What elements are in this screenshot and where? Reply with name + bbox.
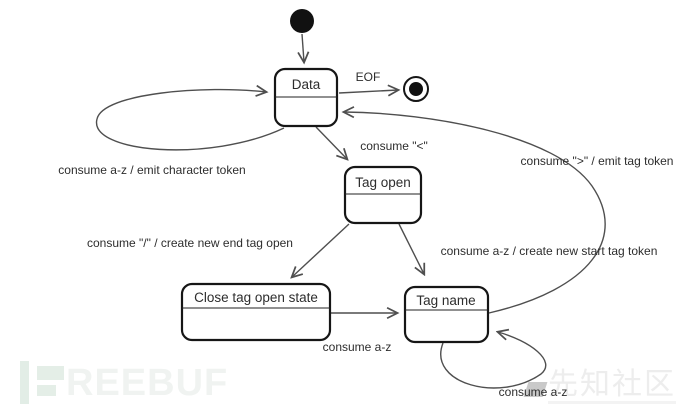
- transition-data-self-loop: [96, 90, 285, 151]
- state-close-tag-open-label: Close tag open state: [194, 290, 318, 305]
- freebuf-logo-f-icon: [37, 366, 64, 396]
- freebuf-logo-bar-icon: [20, 361, 29, 404]
- freebuf-logo-text: REEBUF: [66, 362, 229, 404]
- state-tag-name: Tag name: [403, 285, 490, 344]
- transition-label-consume-slash-create-end-tag: consume "/" / create new end tag open: [87, 236, 293, 250]
- state-tag-name-box: [403, 285, 490, 344]
- xianzhi-logo-text: 先知社区: [548, 369, 676, 404]
- initial-state: [290, 9, 314, 33]
- transition-data-to-tagopen: [315, 126, 347, 159]
- state-tag-open: Tag open: [343, 165, 423, 225]
- freebuf-logo-f-bottom: [37, 385, 56, 396]
- transition-label-consume-lt: consume "<": [360, 139, 428, 153]
- transition-initial-to-data: [302, 33, 304, 62]
- state-tag-name-label: Tag name: [416, 293, 475, 308]
- state-close-tag-open-box: [180, 282, 332, 342]
- transition-tagopen-to-tagname: [398, 223, 424, 274]
- state-data-label: Data: [292, 77, 321, 92]
- transition-data-to-final: [338, 90, 398, 93]
- transition-tagopen-to-closetagopen: [292, 223, 350, 277]
- transition-label-consume-az-right: consume a-z: [499, 385, 568, 399]
- freebuf-logo-f-top: [37, 366, 64, 380]
- xianzhi-watermark: 先知社区: [523, 369, 676, 404]
- state-data: Data: [273, 67, 339, 128]
- transition-label-consume-gt-emit-tag-token: consume ">" / emit tag token: [521, 154, 674, 168]
- transition-label-consume-az-create-start-tag: consume a-z / create new start tag token: [441, 244, 658, 258]
- freebuf-watermark: REEBUF: [20, 361, 228, 404]
- transition-tagname-self-loop: [440, 332, 547, 389]
- state-tag-open-label: Tag open: [355, 175, 411, 190]
- transition-label-eof: EOF: [356, 70, 381, 84]
- state-close-tag-open: Close tag open state: [180, 282, 332, 342]
- final-state: [409, 82, 423, 96]
- transition-label-consume-az-left: consume a-z: [323, 340, 392, 354]
- transition-label-consume-az-emit-character-token: consume a-z / emit character token: [58, 163, 245, 177]
- transition-tagname-to-data: [344, 112, 606, 314]
- state-tag-open-box: [343, 165, 423, 225]
